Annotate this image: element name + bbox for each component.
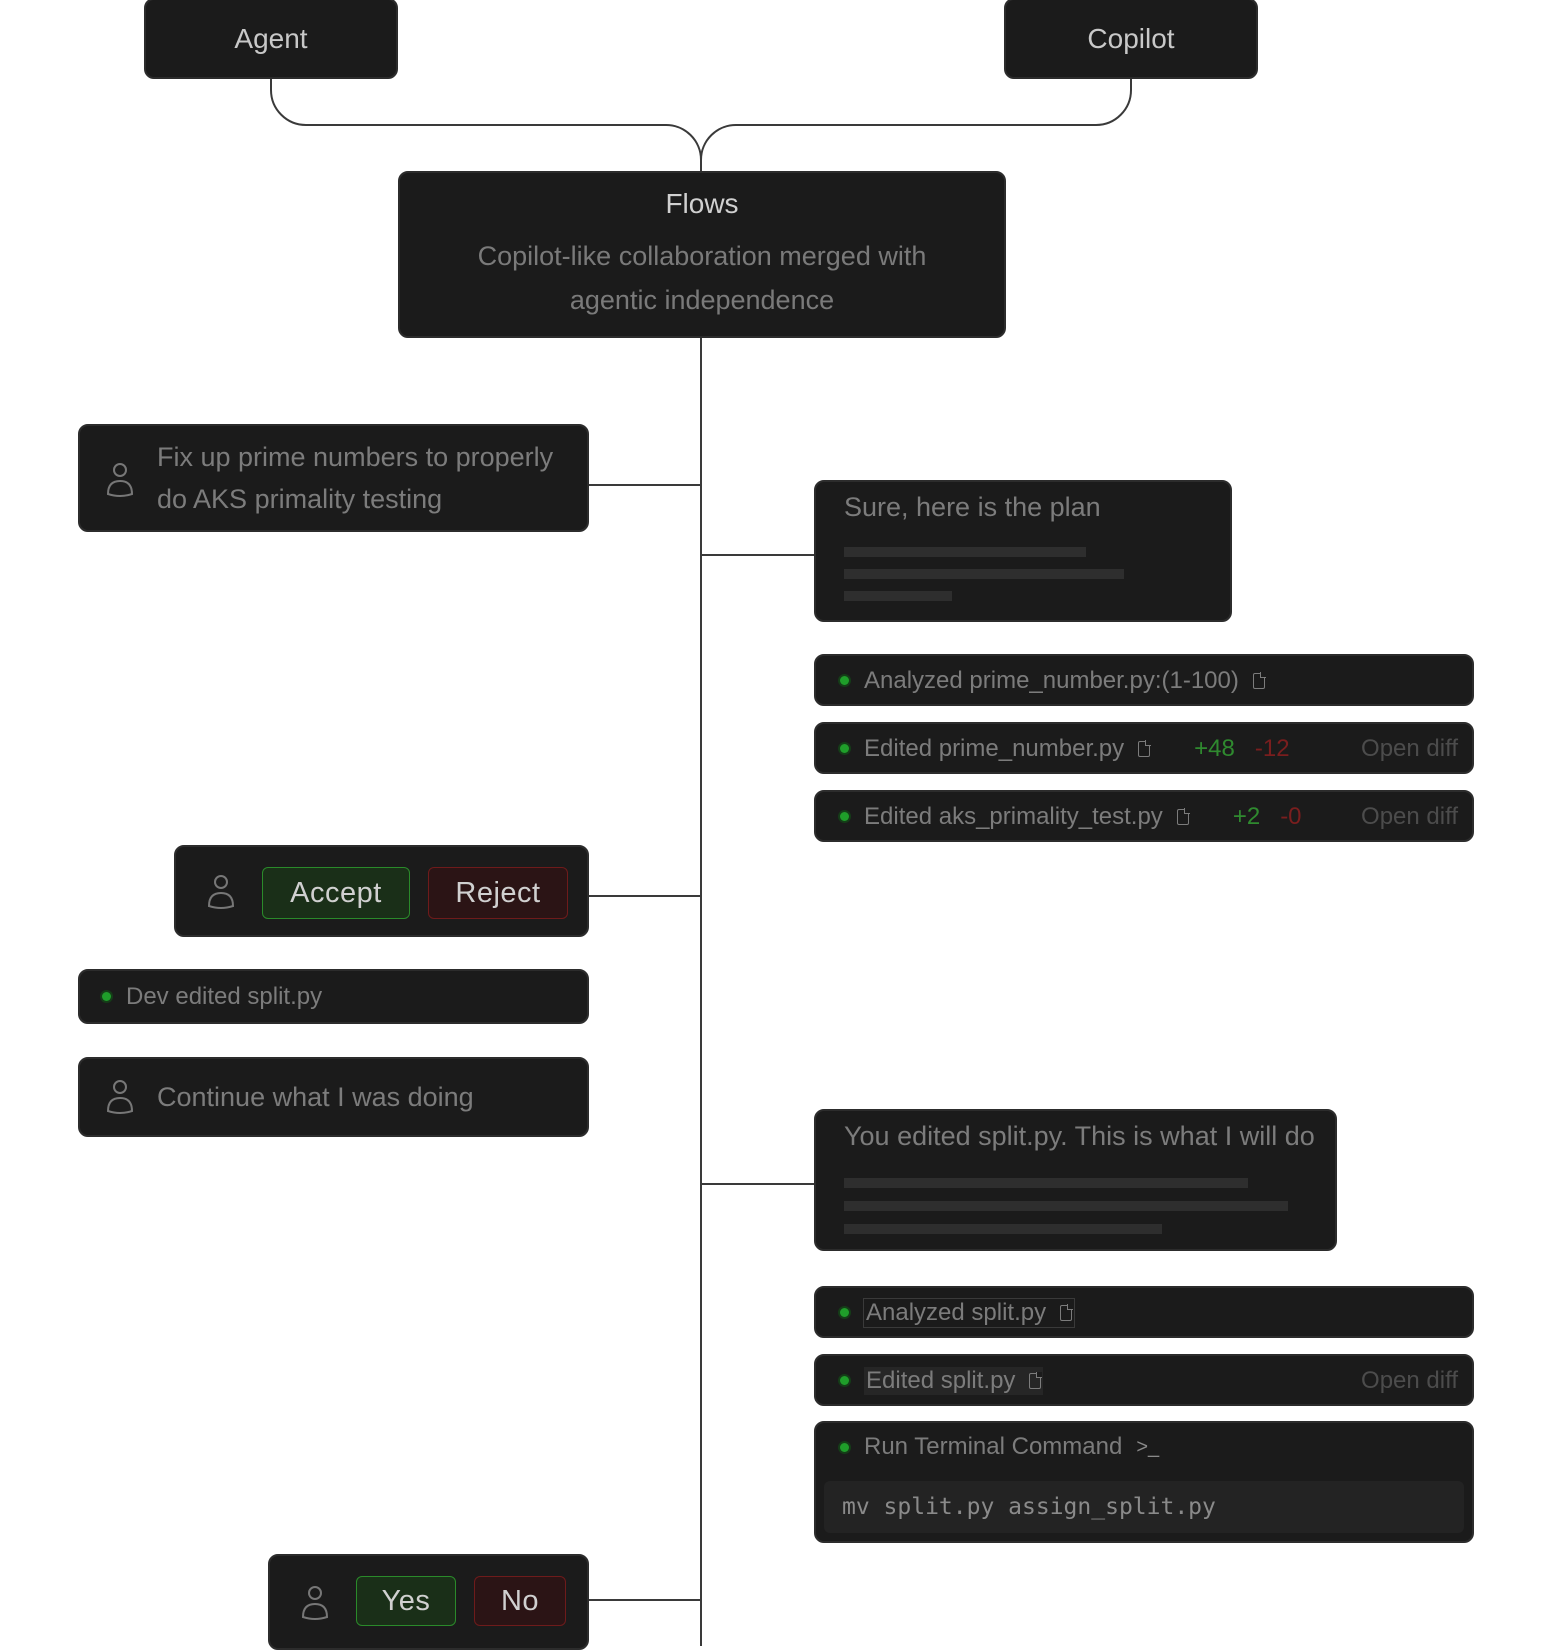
terminal-command[interactable]: mv split.py assign_split.py: [824, 1481, 1464, 1533]
skeleton-line: [844, 591, 952, 601]
agent-label: Agent: [234, 22, 308, 54]
file-icon[interactable]: [1138, 740, 1152, 757]
fix-prompt-line2: do AKS primality testing: [157, 484, 443, 514]
continue-prompt-text: Continue what I was doing: [157, 1082, 474, 1112]
lines-removed: -0: [1280, 803, 1302, 830]
flows-node: Flows Copilot-like collaboration merged …: [398, 171, 1006, 338]
status-dot-icon: [840, 1443, 849, 1452]
terminal-title: Run Terminal Command: [864, 1433, 1123, 1460]
action-row-analyzed: Analyzed prime_number.py:(1-100): [814, 654, 1474, 706]
agent-node: Agent: [144, 0, 398, 79]
user-icon: [301, 1586, 329, 1620]
reject-button[interactable]: Reject: [428, 867, 568, 919]
user-prompt-fix: Fix up prime numbers to properly do AKS …: [78, 424, 589, 532]
action-row-edited-prime: Edited prime_number.py +48 -12 Open diff: [814, 722, 1474, 774]
skeleton-line: [844, 569, 1124, 579]
dev-edit-event: Dev edited split.py: [78, 969, 589, 1024]
user-icon: [106, 1080, 134, 1114]
lines-added: +48: [1194, 735, 1235, 762]
status-dot-icon: [840, 1308, 849, 1317]
action-text: Edited prime_number.py: [864, 735, 1125, 762]
plan-response: Sure, here is the plan: [814, 480, 1232, 622]
skeleton-line: [844, 1201, 1288, 1211]
open-diff-link[interactable]: Open diff: [1361, 1367, 1458, 1394]
copilot-node: Copilot: [1004, 0, 1258, 79]
user-icon: [207, 875, 235, 909]
status-dot-icon: [840, 812, 849, 821]
lines-added: +2: [1232, 803, 1261, 830]
file-icon[interactable]: [1029, 1372, 1043, 1389]
copilot-label: Copilot: [1087, 22, 1175, 54]
skeleton-line: [844, 1224, 1162, 1234]
file-icon[interactable]: [1176, 808, 1190, 825]
file-icon[interactable]: [1060, 1304, 1074, 1321]
action-row-edited-split: Edited split.py Open diff: [814, 1354, 1474, 1406]
accept-button[interactable]: Accept: [262, 867, 410, 919]
user-icon: [106, 463, 134, 497]
action-row-edited-aks: Edited aks_primality_test.py +2 -0 Open …: [814, 790, 1474, 842]
skeleton-line: [844, 547, 1086, 557]
user-prompt-continue: Continue what I was doing: [78, 1057, 589, 1137]
flows-subtitle-line2: agentic independence: [569, 284, 835, 315]
terminal-command-card: Run Terminal Command >_ mv split.py assi…: [814, 1421, 1474, 1543]
action-text: Edited aks_primality_test.py: [864, 803, 1163, 830]
edit-response-title: You edited split.py. This is what I will…: [844, 1121, 1315, 1151]
action-text: Edited split.py: [866, 1367, 1016, 1394]
dev-edit-text: Dev edited split.py: [126, 983, 323, 1010]
lines-removed: -12: [1254, 735, 1290, 762]
action-row-analyzed-split: Analyzed split.py: [814, 1286, 1474, 1338]
no-button[interactable]: No: [474, 1576, 566, 1626]
status-dot-icon: [840, 676, 849, 685]
skeleton-line: [844, 1178, 1248, 1188]
action-text: Analyzed split.py: [866, 1299, 1047, 1326]
fix-prompt-line1: Fix up prime numbers to properly: [157, 442, 554, 472]
plan-title: Sure, here is the plan: [844, 492, 1101, 522]
flows-title: Flows: [665, 187, 739, 219]
status-dot-icon: [840, 744, 849, 753]
status-dot-icon: [840, 1376, 849, 1385]
edit-response: You edited split.py. This is what I will…: [814, 1109, 1337, 1251]
accept-reject-panel: Accept Reject: [174, 845, 589, 937]
flows-subtitle-line1: Copilot-like collaboration merged with: [477, 240, 927, 271]
status-dot-icon: [102, 992, 111, 1001]
yes-no-panel: Yes No: [268, 1554, 589, 1650]
terminal-icon: >_: [1136, 1435, 1160, 1458]
file-icon[interactable]: [1252, 672, 1266, 689]
open-diff-link[interactable]: Open diff: [1361, 735, 1458, 762]
action-text: Analyzed prime_number.py:(1-100): [864, 667, 1239, 694]
open-diff-link[interactable]: Open diff: [1361, 803, 1458, 830]
yes-button[interactable]: Yes: [356, 1576, 456, 1626]
